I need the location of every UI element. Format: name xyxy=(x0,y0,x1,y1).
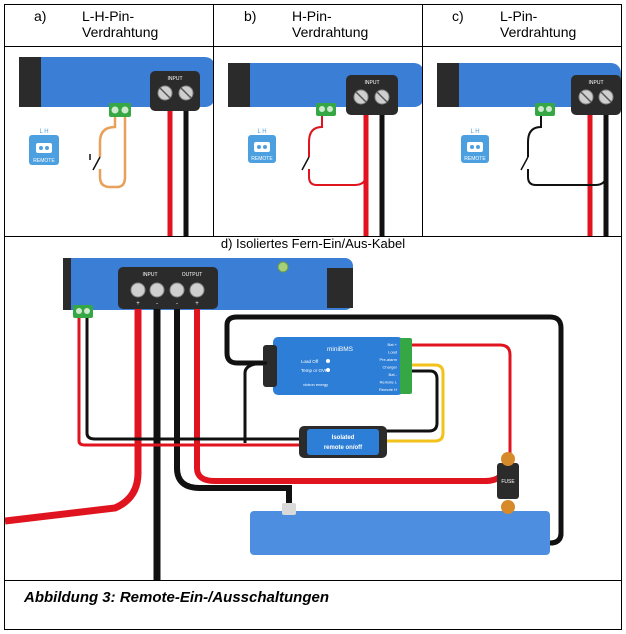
bms-pin-label: Bat + xyxy=(388,342,398,347)
figure-frame xyxy=(4,4,622,630)
bms-terminal xyxy=(400,338,412,394)
svg-text:INPUT: INPUT xyxy=(589,80,604,86)
svg-text:remote on/off: remote on/off xyxy=(324,445,363,451)
svg-text:INPUT: INPUT xyxy=(365,80,380,86)
bms-pin-label: Charger xyxy=(383,365,398,370)
panel-c-letter: c) xyxy=(452,8,464,24)
minibms-unit xyxy=(273,337,403,395)
input-terminal-block xyxy=(346,75,398,115)
panel-b-illustration: INPUT L H REMOTE xyxy=(228,63,422,236)
device-dark-edge xyxy=(19,57,41,107)
svg-text:-: - xyxy=(176,301,178,307)
status-led xyxy=(277,261,289,273)
svg-text:REMOTE: REMOTE xyxy=(464,156,486,162)
column-divider-1 xyxy=(213,4,214,236)
svg-text:FUSE: FUSE xyxy=(501,479,515,485)
svg-text:OUTPUT: OUTPUT xyxy=(182,272,203,278)
panel-c-title: L-Pin- Verdrahtung xyxy=(500,8,577,40)
battery xyxy=(250,511,550,555)
remote-terminal xyxy=(73,305,93,318)
panel-a-header: a) L-H-Pin- Verdrahtung xyxy=(34,8,204,42)
panel-d-title: d) Isoliertes Fern-Ein/Aus-Kabel xyxy=(220,236,406,251)
svg-text:+: + xyxy=(136,301,140,307)
svg-text:Isolated: Isolated xyxy=(332,435,355,441)
svg-text:L H: L H xyxy=(39,129,48,135)
fuse xyxy=(497,463,519,499)
svg-text:-: - xyxy=(156,301,158,307)
minibms-label: miniBMS xyxy=(327,346,354,353)
caption-divider xyxy=(4,580,622,581)
svg-text:REMOTE: REMOTE xyxy=(33,158,55,164)
svg-text:REMOTE: REMOTE xyxy=(251,156,273,162)
panel-a-title: L-H-Pin- Verdrahtung xyxy=(82,8,159,40)
svg-text:Temp or OVP: Temp or OVP xyxy=(301,368,328,373)
bms-pin-label: Bat - xyxy=(389,372,398,377)
panel-a-letter: a) xyxy=(34,8,47,24)
svg-text:+: + xyxy=(195,301,199,307)
panel-b-title: H-Pin- Verdrahtung xyxy=(292,8,369,40)
io-terminal-block xyxy=(118,267,218,309)
row-divider xyxy=(4,236,622,237)
svg-text:INPUT: INPUT xyxy=(143,272,158,278)
svg-text:L H: L H xyxy=(257,129,266,135)
input-terminal-block xyxy=(150,71,200,111)
figure-caption: Abbildung 3: Remote-Ein-/Ausschaltungen xyxy=(24,589,330,606)
panel-c-header: c) L-Pin- Verdrahtung xyxy=(452,8,622,42)
panel-b-header: b) H-Pin- Verdrahtung xyxy=(244,8,414,42)
bms-pin-label: Remote L xyxy=(380,380,398,385)
input-label: INPUT xyxy=(168,76,183,82)
svg-text:Load Off: Load Off xyxy=(301,359,319,364)
header-divider xyxy=(4,46,622,47)
bms-pin-label: Remote H xyxy=(379,387,397,392)
remote-terminal xyxy=(109,103,131,117)
panel-d-illustration: INPUT OUTPUT + - - + miniBMS Load Off Te… xyxy=(5,258,564,580)
panel-c-illustration: INPUT L H REMOTE xyxy=(437,63,621,236)
panel-b-letter: b) xyxy=(244,8,257,24)
remote-terminal xyxy=(535,103,555,116)
bms-pin-label: Pre-alarm xyxy=(379,357,397,362)
panel-a-illustration: INPUT L H REMOTE xyxy=(19,57,213,236)
bms-pin-label: Load xyxy=(388,350,397,355)
remote-terminal xyxy=(316,103,336,116)
input-terminal-block xyxy=(571,75,621,115)
svg-text:victron energy: victron energy xyxy=(303,382,328,387)
svg-text:L H: L H xyxy=(470,129,479,135)
column-divider-2 xyxy=(422,4,423,236)
